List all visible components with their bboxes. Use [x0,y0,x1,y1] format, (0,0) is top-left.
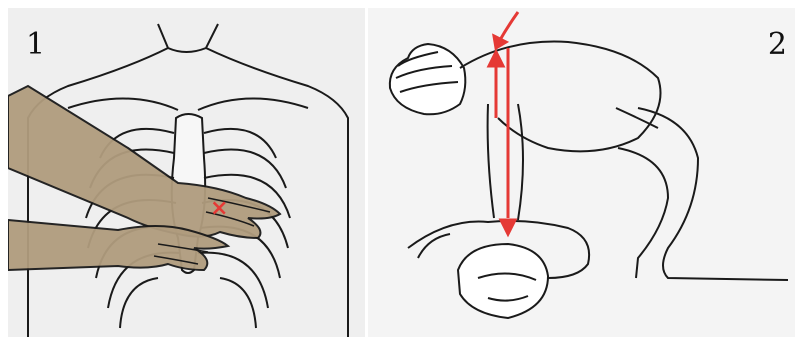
chest-illustration [8,8,365,337]
patient-head [458,244,548,318]
rescuer-leg [618,108,788,280]
rescuer-illustration [368,8,795,337]
panel-number-2: 2 [768,30,787,60]
panel-number-1: 1 [26,30,45,60]
panel-compression-technique: 2 [368,8,795,337]
collarbones [68,98,308,110]
rescuer-arms [488,104,523,220]
panel-hand-placement: 1 × [8,8,365,337]
upper-hand [8,86,280,238]
compression-point-marker: × [210,198,228,220]
rescuer-torso [460,42,661,152]
